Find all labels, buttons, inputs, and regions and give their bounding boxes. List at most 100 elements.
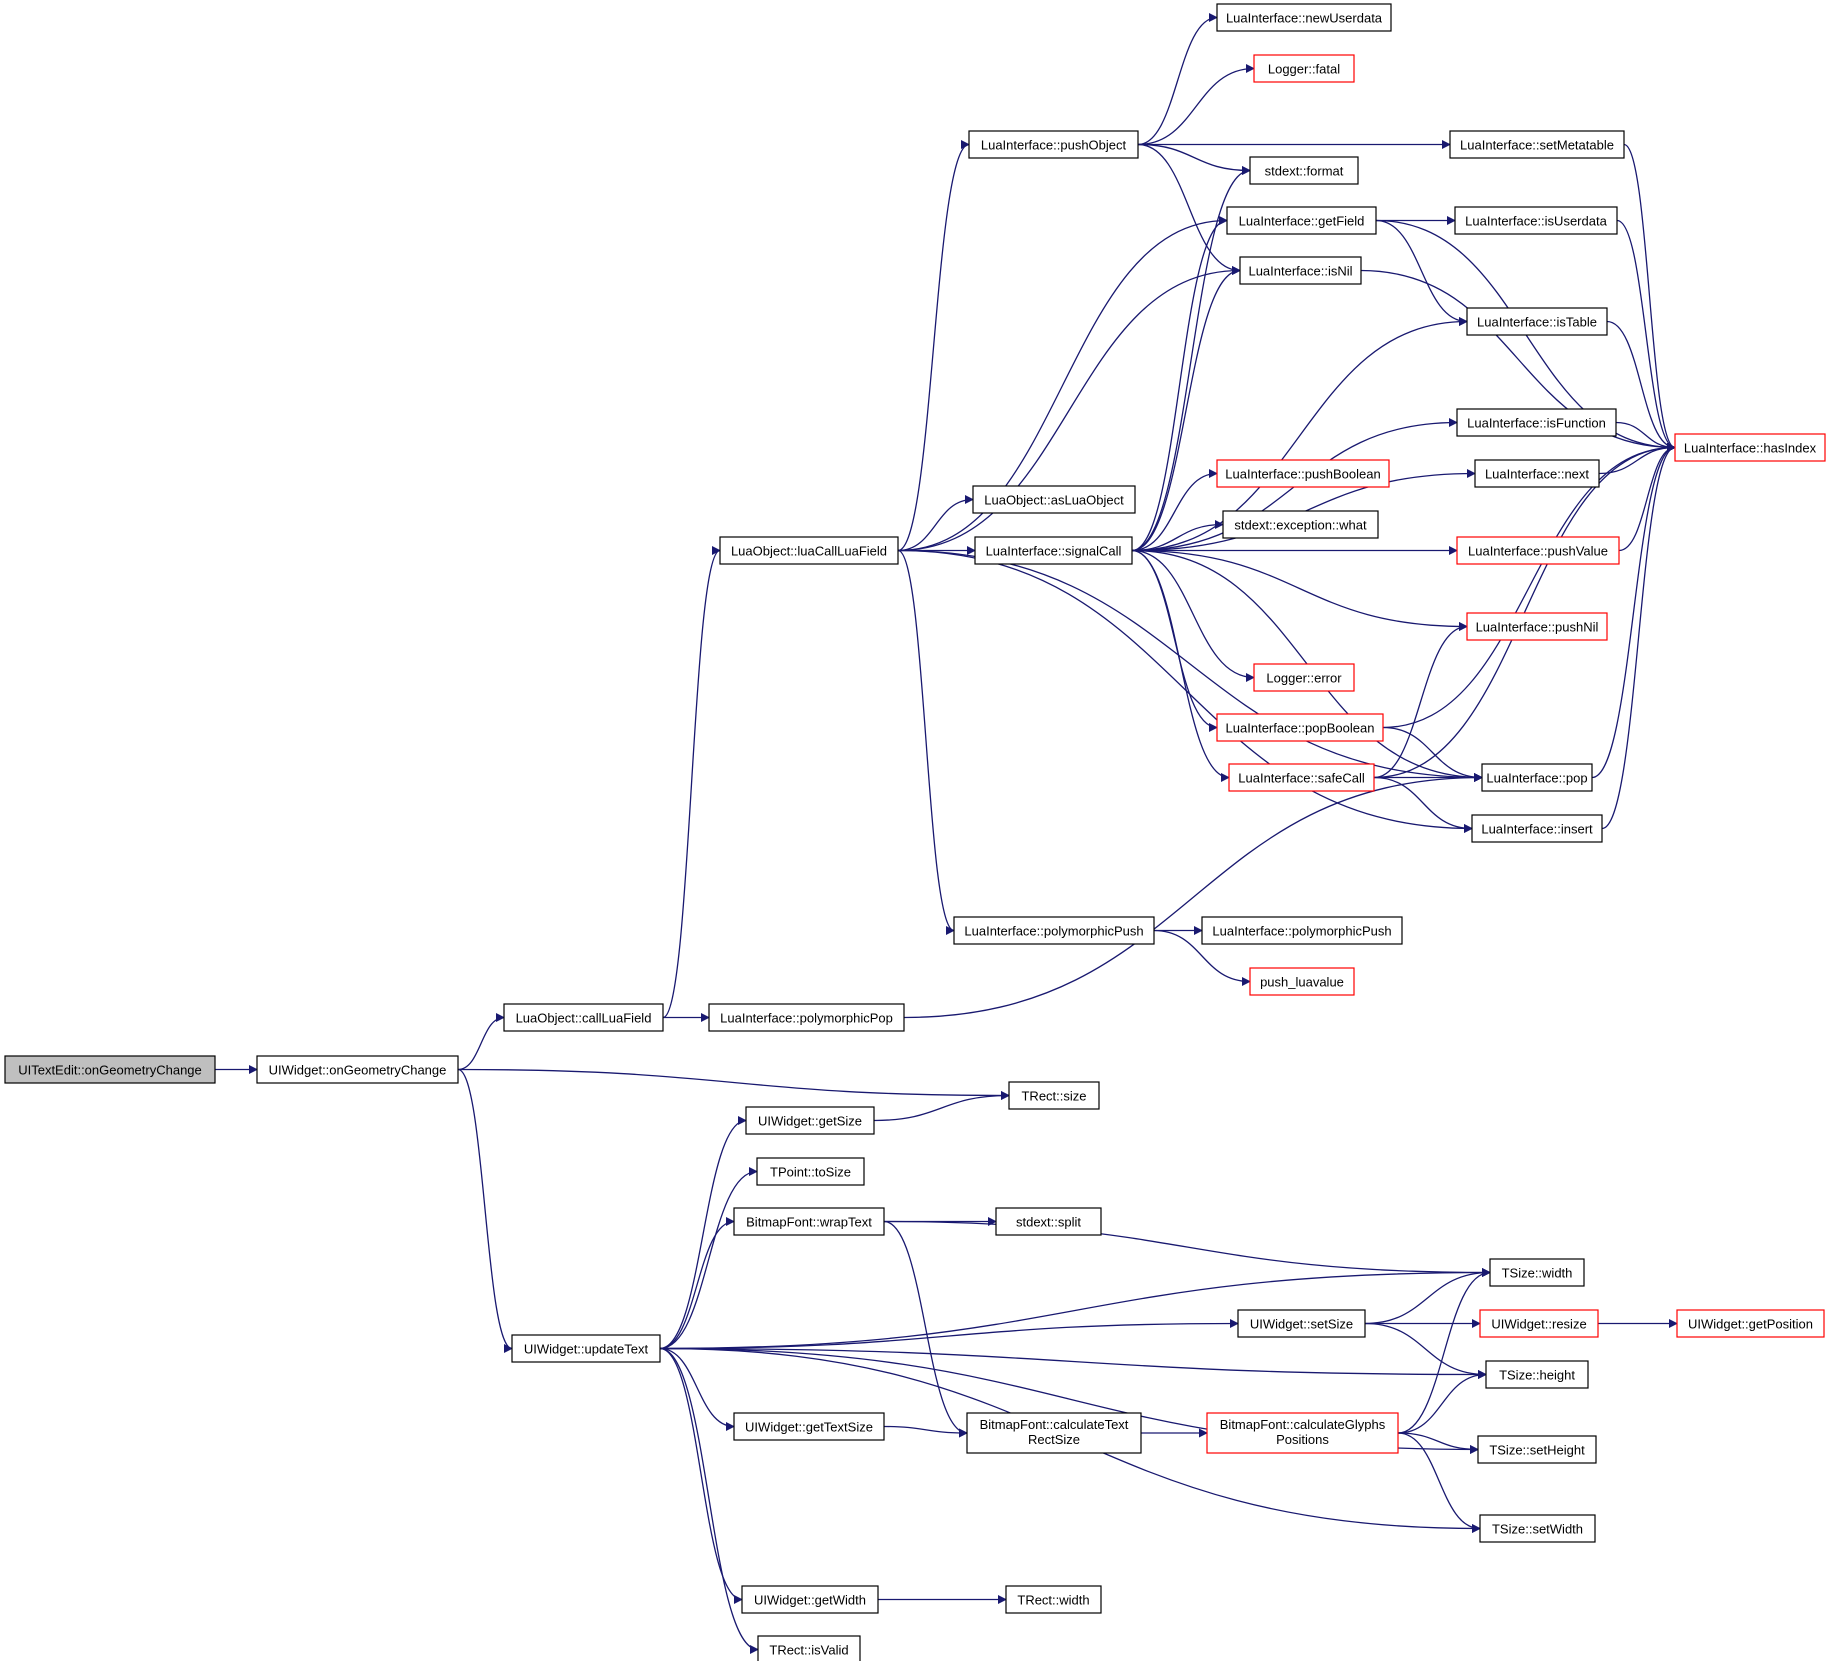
node-isValid[interactable]: TRect::isValid [757, 1635, 861, 1661]
node-box-trect_size[interactable] [1008, 1081, 1100, 1110]
node-isFunction[interactable]: LuaInterface::isFunction [1456, 408, 1617, 437]
node-box-calcGlyphs[interactable] [1206, 1412, 1399, 1454]
node-format[interactable]: stdext::format [1249, 156, 1359, 185]
node-updateText[interactable]: UIWidget::updateText [511, 1334, 661, 1363]
node-box-uiw_ogc[interactable] [256, 1055, 459, 1084]
node-box-isNil[interactable] [1239, 256, 1362, 285]
node-pop[interactable]: LuaInterface::pop [1481, 763, 1593, 792]
node-pushNil[interactable]: LuaInterface::pushNil [1466, 612, 1608, 641]
node-resize[interactable]: UIWidget::resize [1479, 1309, 1599, 1338]
node-box-next[interactable] [1474, 459, 1600, 488]
node-getWidth[interactable]: UIWidget::getWidth [741, 1585, 879, 1614]
node-pushBoolean[interactable]: LuaInterface::pushBoolean [1216, 459, 1390, 488]
node-split[interactable]: stdext::split [995, 1207, 1102, 1236]
node-box-fatal[interactable] [1253, 54, 1355, 83]
node-box-isTable[interactable] [1466, 307, 1608, 336]
node-box-tsize_height[interactable] [1485, 1360, 1589, 1389]
node-pushValue[interactable]: LuaInterface::pushValue [1456, 536, 1620, 565]
node-box-setMetatable[interactable] [1449, 130, 1625, 159]
node-box-isUserdata[interactable] [1454, 206, 1618, 235]
node-box-safeCall[interactable] [1228, 763, 1375, 792]
node-trect_width[interactable]: TRect::width [1005, 1585, 1102, 1614]
node-box-calcTextRect[interactable] [966, 1412, 1142, 1454]
node-box-root[interactable] [4, 1055, 216, 1084]
node-box-pushNil[interactable] [1466, 612, 1608, 641]
node-getField[interactable]: LuaInterface::getField [1226, 206, 1377, 235]
node-box-pushValue[interactable] [1456, 536, 1620, 565]
node-box-wrapText[interactable] [733, 1207, 885, 1236]
node-tsize_height[interactable]: TSize::height [1485, 1360, 1589, 1389]
node-insert[interactable]: LuaInterface::insert [1471, 814, 1603, 843]
node-isUserdata[interactable]: LuaInterface::isUserdata [1454, 206, 1618, 235]
node-box-setHeight[interactable] [1477, 1435, 1597, 1464]
node-box-tsize_width[interactable] [1489, 1258, 1585, 1287]
node-box-what[interactable] [1222, 510, 1379, 539]
node-box-toSize[interactable] [756, 1157, 865, 1186]
node-setHeight[interactable]: TSize::setHeight [1477, 1435, 1597, 1464]
node-box-popBoolean[interactable] [1216, 713, 1384, 742]
node-box-polyPop[interactable] [708, 1003, 905, 1032]
node-box-format[interactable] [1249, 156, 1359, 185]
node-polyPop[interactable]: LuaInterface::polymorphicPop [708, 1003, 905, 1032]
node-box-polyPush[interactable] [953, 916, 1155, 945]
node-box-setWidth[interactable] [1479, 1514, 1596, 1543]
node-callLuaField[interactable]: LuaObject::callLuaField [503, 1003, 664, 1032]
node-setWidth[interactable]: TSize::setWidth [1479, 1514, 1596, 1543]
node-polyPush[interactable]: LuaInterface::polymorphicPush [953, 916, 1155, 945]
node-box-pop[interactable] [1481, 763, 1593, 792]
node-error[interactable]: Logger::error [1253, 663, 1355, 692]
node-box-split[interactable] [995, 1207, 1102, 1236]
node-box-isValid[interactable] [757, 1635, 861, 1661]
node-fatal[interactable]: Logger::fatal [1253, 54, 1355, 83]
node-box-isFunction[interactable] [1456, 408, 1617, 437]
node-push_luavalue[interactable]: push_luavalue [1249, 967, 1355, 996]
node-box-trect_width[interactable] [1005, 1585, 1102, 1614]
node-getTextSize[interactable]: UIWidget::getTextSize [733, 1412, 885, 1441]
node-getSize[interactable]: UIWidget::getSize [745, 1106, 875, 1135]
node-newUserdata[interactable]: LuaInterface::newUserdata [1216, 3, 1392, 32]
node-box-polyPush2[interactable] [1201, 916, 1403, 945]
node-box-getField[interactable] [1226, 206, 1377, 235]
node-hasIndex[interactable]: LuaInterface::hasIndex [1674, 433, 1826, 462]
node-box-error[interactable] [1253, 663, 1355, 692]
node-box-setSize[interactable] [1237, 1309, 1366, 1338]
node-isTable[interactable]: LuaInterface::isTable [1466, 307, 1608, 336]
node-root[interactable]: UITextEdit::onGeometryChange [4, 1055, 216, 1084]
node-box-getPosition[interactable] [1676, 1309, 1825, 1338]
node-trect_size[interactable]: TRect::size [1008, 1081, 1100, 1110]
node-uiw_ogc[interactable]: UIWidget::onGeometryChange [256, 1055, 459, 1084]
node-box-pushObject[interactable] [968, 130, 1139, 159]
node-box-push_luavalue[interactable] [1249, 967, 1355, 996]
node-setSize[interactable]: UIWidget::setSize [1237, 1309, 1366, 1338]
node-box-signalCall[interactable] [974, 536, 1133, 565]
node-toSize[interactable]: TPoint::toSize [756, 1157, 865, 1186]
node-what[interactable]: stdext::exception::what [1222, 510, 1379, 539]
node-box-newUserdata[interactable] [1216, 3, 1392, 32]
node-box-pushBoolean[interactable] [1216, 459, 1390, 488]
node-wrapText[interactable]: BitmapFont::wrapText [733, 1207, 885, 1236]
node-popBoolean[interactable]: LuaInterface::popBoolean [1216, 713, 1384, 742]
node-safeCall[interactable]: LuaInterface::safeCall [1228, 763, 1375, 792]
node-pushObject[interactable]: LuaInterface::pushObject [968, 130, 1139, 159]
node-isNil[interactable]: LuaInterface::isNil [1239, 256, 1362, 285]
node-asLuaObject[interactable]: LuaObject::asLuaObject [972, 485, 1136, 514]
node-box-getWidth[interactable] [741, 1585, 879, 1614]
node-getPosition[interactable]: UIWidget::getPosition [1676, 1309, 1825, 1338]
node-box-asLuaObject[interactable] [972, 485, 1136, 514]
node-box-updateText[interactable] [511, 1334, 661, 1363]
node-box-hasIndex[interactable] [1674, 433, 1826, 462]
node-box-insert[interactable] [1471, 814, 1603, 843]
node-next[interactable]: LuaInterface::next [1474, 459, 1600, 488]
node-box-resize[interactable] [1479, 1309, 1599, 1338]
node-box-luaCallLuaField[interactable] [719, 536, 899, 565]
node-box-callLuaField[interactable] [503, 1003, 664, 1032]
node-tsize_width[interactable]: TSize::width [1489, 1258, 1585, 1287]
node-signalCall[interactable]: LuaInterface::signalCall [974, 536, 1133, 565]
node-box-getTextSize[interactable] [733, 1412, 885, 1441]
node-luaCallLuaField[interactable]: LuaObject::luaCallLuaField [719, 536, 899, 565]
node-setMetatable[interactable]: LuaInterface::setMetatable [1449, 130, 1625, 159]
node-box-getSize[interactable] [745, 1106, 875, 1135]
node-polyPush2[interactable]: LuaInterface::polymorphicPush [1201, 916, 1403, 945]
